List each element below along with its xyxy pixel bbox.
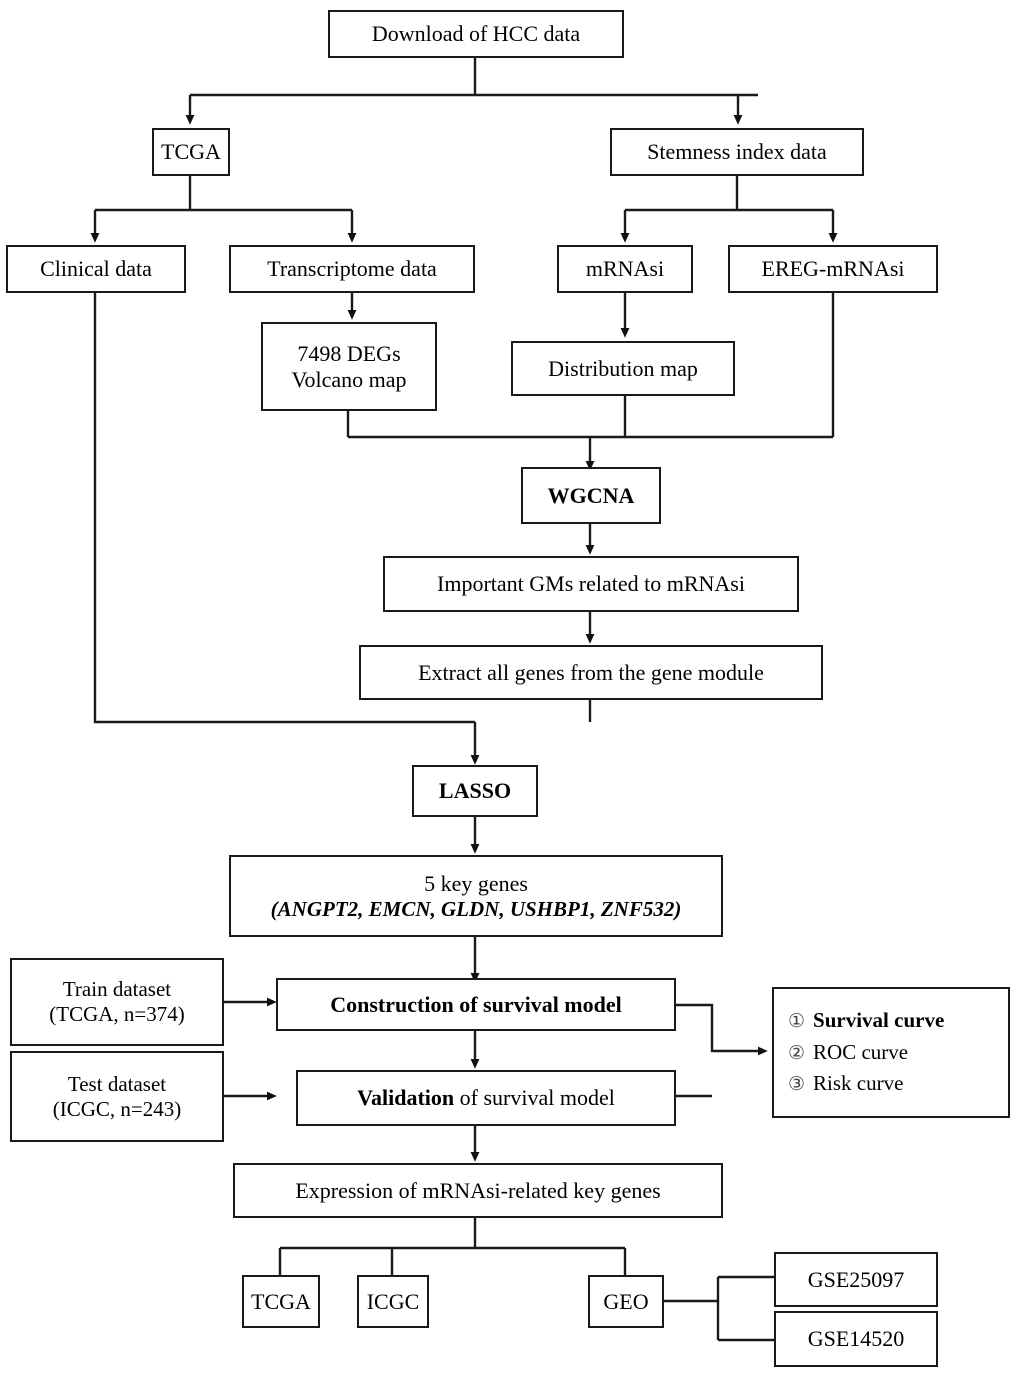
node-label-line1: 7498 DEGs [297,340,401,366]
wire-construction-to-curves [676,1003,768,1056]
node-label: Transcriptome data [267,256,437,282]
node-label: Clinical data [40,256,152,282]
node-label: ICGC [366,1288,420,1314]
list-item-survival-curve: ① Survival curve [788,1005,944,1036]
node-label: Extract all genes from the gene module [418,659,764,685]
node-icgc-bottom[interactable]: ICGC [357,1275,429,1328]
node-label-line1: Test dataset [67,1071,167,1096]
node-geo-bottom[interactable]: GEO [588,1275,664,1328]
node-gse14520[interactable]: GSE14520 [774,1311,938,1367]
node-label: EREG-mRNAsi [761,256,905,282]
node-label-rest: of survival model [454,1085,615,1111]
node-label: Download of HCC data [371,21,581,47]
node-validation-of-survival-model[interactable]: Validation of survival model [296,1070,676,1126]
node-distribution-map[interactable]: Distribution map [511,341,735,396]
circled-number-1-icon: ① [788,1011,806,1033]
node-mrnasi[interactable]: mRNAsi [557,245,693,293]
node-transcriptome-data[interactable]: Transcriptome data [229,245,475,293]
node-label-line1: Train dataset [62,977,172,1002]
node-label-line2: Volcano map [291,366,407,392]
node-label: TCGA [161,139,221,165]
node-degs-volcano-map[interactable]: 7498 DEGs Volcano map [261,322,437,411]
node-output-curves[interactable]: ① Survival curve ② ROC curve ③ Risk curv… [772,987,1010,1118]
node-label: WGCNA [547,482,635,508]
node-label-gene-list: (ANGPT2, EMCN, GLDN, USHBP1, ZNF532) [270,896,682,921]
list-item-roc-curve: ② ROC curve [788,1037,908,1068]
node-label-bold: Validation [357,1085,455,1111]
node-label: Construction of survival model [330,991,622,1017]
node-label: GEO [603,1288,649,1314]
node-lasso[interactable]: LASSO [412,765,538,817]
node-label-line2: (ICGC, n=243) [52,1096,182,1121]
node-label: Expression of mRNAsi-related key genes [295,1177,661,1203]
node-stemness-index-data[interactable]: Stemness index data [610,128,864,176]
node-label: Stemness index data [647,139,827,165]
node-clinical-data[interactable]: Clinical data [6,245,186,293]
node-label-line1: 5 key genes [424,870,528,896]
list-item-label: Survival curve [813,1008,945,1033]
node-construction-of-survival-model[interactable]: Construction of survival model [276,978,676,1031]
node-5-key-genes[interactable]: 5 key genes (ANGPT2, EMCN, GLDN, USHBP1,… [229,855,723,937]
node-label: Distribution map [548,355,698,381]
node-label-line2: (TCGA, n=374) [49,1002,185,1026]
node-label: TCGA [251,1288,311,1314]
node-label: Validation of survival model [357,1085,615,1111]
node-download-of-hcc-data[interactable]: Download of HCC data [328,10,624,58]
node-gse25097[interactable]: GSE25097 [774,1252,938,1307]
node-tcga-top[interactable]: TCGA [152,128,230,176]
node-label: LASSO [438,778,512,804]
node-extract-all-genes[interactable]: Extract all genes from the gene module [359,645,823,700]
node-tcga-bottom[interactable]: TCGA [242,1275,320,1328]
circled-number-2-icon: ② [788,1042,806,1064]
node-expression-of-key-genes[interactable]: Expression of mRNAsi-related key genes [233,1163,723,1218]
node-ereg-mrnasi[interactable]: EREG-mRNAsi [728,245,938,293]
node-label: GSE25097 [807,1266,905,1292]
node-label: mRNAsi [585,256,665,282]
list-item-label: ROC curve [813,1039,909,1064]
list-item-risk-curve: ③ Risk curve [788,1068,903,1099]
node-test-dataset[interactable]: Test dataset (ICGC, n=243) [10,1051,224,1142]
node-train-dataset[interactable]: Train dataset (TCGA, n=374) [10,958,224,1046]
node-important-gms[interactable]: Important GMs related to mRNAsi [383,556,799,612]
circled-number-3-icon: ③ [788,1074,806,1096]
node-label: GSE14520 [807,1326,905,1352]
list-item-label: Risk curve [813,1071,904,1096]
node-label: Important GMs related to mRNAsi [437,571,745,597]
node-wgcna[interactable]: WGCNA [521,467,661,524]
